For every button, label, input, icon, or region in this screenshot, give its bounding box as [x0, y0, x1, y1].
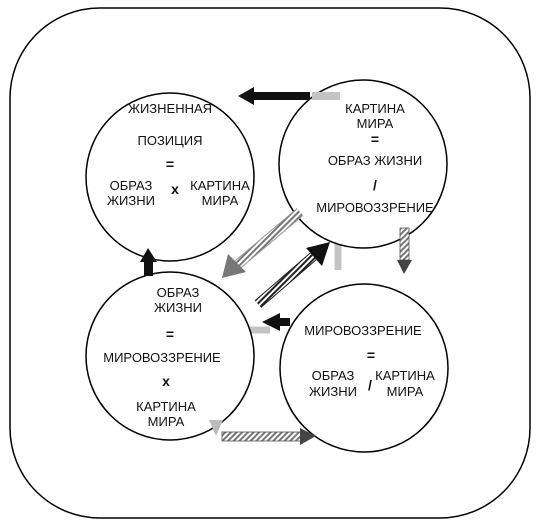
circle-way-of-life — [85, 271, 255, 441]
arrow-right-down — [397, 227, 412, 274]
circle-life-position — [85, 92, 255, 262]
bl-line1: МИРОВОЗЗРЕНИЕ — [103, 350, 221, 365]
tr-title-line1: КАРТИНА — [345, 101, 405, 116]
tr-line1: ОБРАЗ ЖИЗНИ — [327, 153, 423, 168]
tl-right-line2: МИРА — [201, 193, 239, 208]
br-left-line2: ЖИЗНИ — [309, 384, 357, 399]
bl-line2-b: МИРА — [147, 414, 185, 429]
arrow-middle-left — [262, 313, 290, 331]
arrow-diagonal-dark — [254, 242, 330, 308]
arrow-diagonal-light — [222, 208, 304, 278]
arrow-left-up — [140, 248, 157, 276]
tl-title-line2: ПОЗИЦИЯ — [137, 133, 203, 148]
tl-title-line1: ЖИЗНЕННАЯ — [127, 101, 213, 116]
tl-operator: x — [171, 181, 179, 197]
outer-frame — [9, 7, 531, 519]
arrow-bottom-down — [209, 420, 223, 436]
br-operator: / — [368, 377, 372, 393]
circle-world-picture — [278, 79, 448, 249]
pipe-top-light — [312, 92, 340, 100]
bl-title-line1: ОБРАЗ — [156, 285, 200, 300]
br-left-line1: ОБРАЗ — [311, 368, 355, 383]
bl-operator: x — [162, 373, 170, 389]
bl-title-line2: ЖИЗНИ — [154, 300, 202, 315]
tr-title-line2: МИРА — [356, 116, 394, 131]
bl-line2-a: КАРТИНА — [136, 399, 196, 414]
br-title: МИРОВОЗЗРЕНИЕ — [304, 323, 422, 338]
br-right-line2: МИРА — [386, 384, 424, 399]
br-right-line1: КАРТИНА — [375, 368, 435, 383]
bl-equals: = — [165, 326, 175, 342]
tr-equals: = — [370, 131, 380, 147]
arrow-bottom-right — [221, 428, 316, 445]
tl-left-line1: ОБРАЗ — [109, 178, 153, 193]
tl-left-line2: ЖИЗНИ — [107, 193, 155, 208]
tl-equals: = — [165, 156, 175, 172]
tl-right-line1: КАРТИНА — [190, 178, 250, 193]
arrow-top-left — [238, 87, 310, 105]
circle-worldview — [279, 283, 449, 453]
tr-line2: МИРОВОЗЗРЕНИЕ — [316, 200, 434, 215]
br-equals: = — [366, 347, 376, 363]
tr-operator: / — [373, 177, 377, 193]
